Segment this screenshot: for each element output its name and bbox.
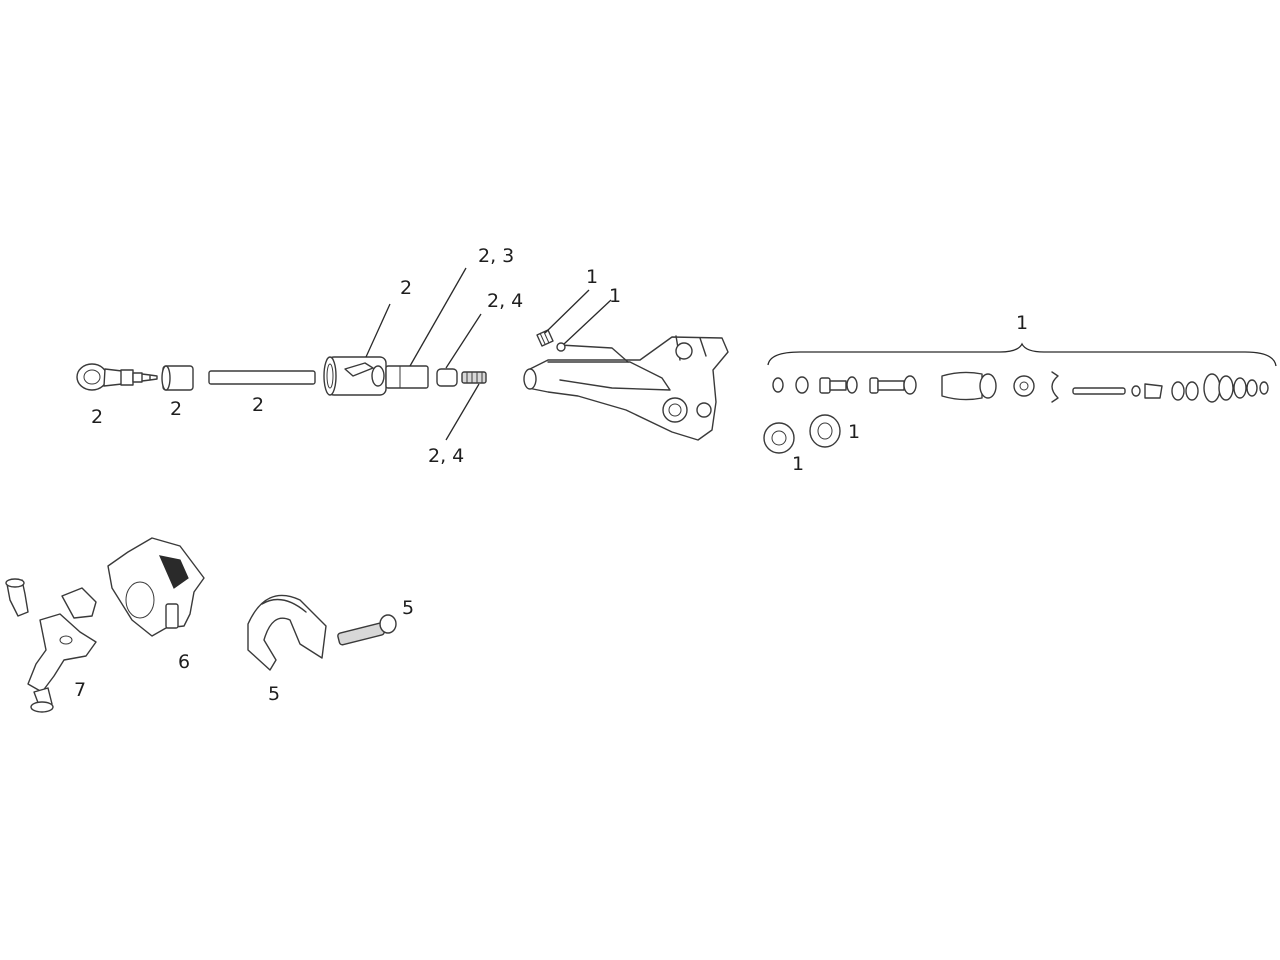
callout-barb-sleeve: 2 [170,398,182,420]
clamp-band [247,594,327,671]
callout-piston-kit: 1 [1016,312,1028,334]
banjo-fitting [76,363,134,391]
callout-reservoir: 2 [400,277,412,299]
callout-clamp-bolt: 5 [402,597,414,619]
callout-labels: 2 2 2 2 2, 3 2, 4 2, 4 1 1 1 1 1 5 5 6 7 [74,245,1028,705]
callout-washer-left: 1 [792,453,804,475]
washer-left [763,422,795,454]
olive [436,368,458,387]
lever-body [523,335,729,441]
callout-shifter-adapter: 7 [74,679,86,701]
bleed-plug [536,329,554,347]
callout-banjo: 2 [91,406,103,428]
callout-olive: 2, 4 [487,290,523,312]
callout-bleed-screw: 2, 4 [428,445,464,467]
washer-right [809,414,841,448]
hose-tube [208,370,316,385]
piston-kit-parts [772,371,1269,403]
callout-bleed-plug: 1 [586,266,598,288]
leader-lines [365,267,612,441]
clamp-bolt [337,614,397,646]
hose-sleeve [161,365,194,391]
callout-washer-right: 1 [848,421,860,443]
callout-matchmaker-clamp: 6 [178,651,190,673]
bleed-oring [556,342,566,352]
callout-clamp-band: 5 [268,683,280,705]
callout-bleed-oring: 1 [609,285,621,307]
matchmaker-clamp [107,537,205,637]
reservoir-body [323,356,387,396]
callout-hose: 2 [252,394,264,416]
piston-kit-bracket [767,342,1277,367]
adapter-bolt-top [5,578,29,617]
compression-fitting [385,365,429,389]
bleed-screw [461,371,487,384]
callout-compression-fitting: 2, 3 [478,245,514,267]
banjo-barb [132,372,158,383]
adapter-bolt-bottom [30,687,54,713]
shifter-adapter [27,587,97,693]
